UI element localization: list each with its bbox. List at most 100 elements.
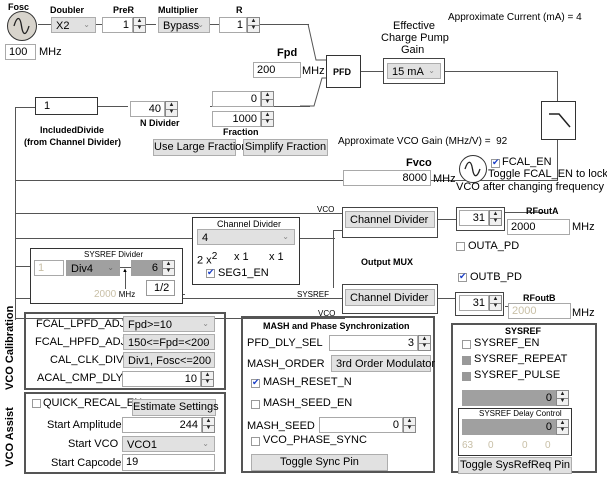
fraction-numerator-value[interactable]: 0 xyxy=(212,91,261,107)
arrow-down-icon[interactable]: ▼ xyxy=(165,268,172,274)
mash-order-select[interactable]: 3rd Order Modulator⌄ xyxy=(331,355,435,372)
arrow-down-icon[interactable]: ▼ xyxy=(205,425,212,431)
arrow-down-icon[interactable]: ▼ xyxy=(559,427,566,433)
multiplier-label: Multiplier xyxy=(158,5,198,15)
sysref-delay-value[interactable]: 0 xyxy=(462,419,556,435)
wire xyxy=(505,212,545,213)
arrow-up-icon[interactable]: ▲ xyxy=(557,391,568,399)
vco-gain-label: Approximate VCO Gain (MHz/V) = 92 xyxy=(338,136,507,147)
arrow-down-icon[interactable]: ▼ xyxy=(559,398,566,404)
arrow-down-icon[interactable]: ▼ xyxy=(264,119,271,125)
arrow-down-icon[interactable]: ▼ xyxy=(421,343,428,349)
rfoutb-power-value[interactable]: 31 xyxy=(459,295,489,311)
rfouta-freq-input[interactable]: 2000 xyxy=(507,219,570,235)
mash-seed-value[interactable]: 0 xyxy=(319,417,403,433)
arrow-up-icon[interactable]: ▲ xyxy=(419,336,430,344)
quick-recal-en-checkbox[interactable] xyxy=(32,399,41,408)
rfouta-power-stepper[interactable]: 31 ▲▼ xyxy=(459,210,502,226)
pfd-dly-sel-stepper[interactable]: 3 ▲▼ xyxy=(329,335,431,351)
arrow-up-icon[interactable]: ▲ xyxy=(404,418,415,426)
doubler-select[interactable]: X2⌄ xyxy=(51,17,96,33)
sysref-divider-input[interactable]: 1 xyxy=(34,260,64,276)
mash-seed-stepper[interactable]: 0 ▲▼ xyxy=(319,417,416,433)
vco-phase-sync-checkbox[interactable] xyxy=(251,437,260,446)
arrow-up-icon[interactable]: ▲ xyxy=(134,18,145,26)
seg1-en-label: SEG1_EN xyxy=(218,267,269,279)
arrow-up-icon[interactable]: ▲ xyxy=(203,418,214,426)
sysref-div-spin-value[interactable]: 6 xyxy=(131,260,162,276)
cal-clk-div-select[interactable]: Div1, Fosc<=200⌄ xyxy=(123,352,215,368)
prer-stepper[interactable]: 1 ▲▼ xyxy=(102,17,146,33)
arrow-up-icon[interactable]: ▲ xyxy=(557,420,568,428)
arrow-down-icon[interactable]: ▼ xyxy=(492,218,499,224)
pfd-dly-sel-value[interactable]: 3 xyxy=(329,335,418,351)
arrow-up-icon[interactable]: ▲ xyxy=(163,261,174,269)
sysref-pulse-checkbox[interactable] xyxy=(462,372,471,381)
sysref-div-stepper[interactable]: 6 ▲▼ xyxy=(131,260,175,276)
mux-a-select[interactable]: Channel Divider⌄ xyxy=(345,211,435,228)
up-arrow-icon: ▲ xyxy=(122,268,128,274)
sysref-div-select[interactable]: Div4⌄ xyxy=(66,260,120,276)
outb-pd-checkbox[interactable] xyxy=(458,271,467,282)
acal-cmp-dly-stepper[interactable]: 10 ▲▼ xyxy=(122,371,214,387)
fraction-denominator-stepper[interactable]: 1000 ▲▼ xyxy=(212,111,274,127)
wire xyxy=(38,24,52,25)
start-amplitude-value[interactable]: 244 xyxy=(122,417,202,433)
arrow-down-icon[interactable]: ▼ xyxy=(204,379,211,385)
r-value[interactable]: 1 xyxy=(219,17,247,33)
channel-divider-select[interactable]: 4⌄ xyxy=(197,229,295,245)
fraction-denominator-value[interactable]: 1000 xyxy=(212,111,261,127)
arrow-up-icon[interactable]: ▲ xyxy=(166,102,177,110)
mux-b-select[interactable]: Channel Divider⌄ xyxy=(345,289,435,306)
arrow-up-icon[interactable]: ▲ xyxy=(490,211,501,219)
start-vco-select[interactable]: VCO1⌄ xyxy=(122,436,215,452)
arrow-up-icon[interactable]: ▲ xyxy=(490,296,501,304)
cp-gain-select[interactable]: 15 mA⌄ xyxy=(387,63,441,79)
arrow-up-icon[interactable]: ▲ xyxy=(262,112,273,120)
cal-row-label: FCAL_HPFD_ADJ xyxy=(35,336,127,348)
seg1-en-checkbox[interactable] xyxy=(206,267,215,278)
arrow-down-icon[interactable]: ▼ xyxy=(136,25,143,31)
simplify-fraction-button[interactable]: Simplify Fraction xyxy=(243,139,328,156)
arrow-up-icon[interactable]: ▲ xyxy=(262,92,273,100)
toggle-sync-pin-button[interactable]: Toggle Sync Pin xyxy=(251,454,388,471)
rfoutb-power-stepper[interactable]: 31 ▲▼ xyxy=(459,295,502,311)
fcal-en-checkbox[interactable] xyxy=(491,157,500,168)
arrow-down-icon[interactable]: ▼ xyxy=(264,99,271,105)
outa-pd-checkbox[interactable] xyxy=(456,242,465,251)
use-large-fraction-button[interactable]: Use Large Fraction xyxy=(153,139,248,156)
multiplier-select[interactable]: Bypass⌄ xyxy=(158,17,210,33)
prer-value[interactable]: 1 xyxy=(102,17,133,33)
toggle-sysrefreq-pin-button[interactable]: Toggle SysRefReq Pin xyxy=(458,457,572,474)
vco-calibration-panel: FCAL_LPFD_ADJ Fpd>=10⌄ FCAL_HPFD_ADJ 150… xyxy=(24,312,226,390)
mash-title: MASH and Phase Synchronization xyxy=(263,321,410,331)
estimate-settings-button[interactable]: Estimate Settings xyxy=(132,399,219,416)
sysref-en-checkbox[interactable] xyxy=(462,340,471,349)
arrow-up-icon[interactable]: ▲ xyxy=(248,18,259,26)
arrow-down-icon[interactable]: ▼ xyxy=(168,109,175,115)
start-amplitude-stepper[interactable]: 244 ▲▼ xyxy=(122,417,215,433)
mash-reset-n-checkbox[interactable] xyxy=(251,377,260,388)
fpd-input[interactable]: 200 xyxy=(253,62,301,78)
start-capcode-input[interactable]: 19 xyxy=(122,454,215,471)
acal-cmp-dly-value[interactable]: 10 xyxy=(122,371,201,387)
rfouta-power-value[interactable]: 31 xyxy=(459,210,489,226)
sysref-delay-stepper[interactable]: 0 ▲▼ xyxy=(462,419,569,435)
arrow-down-icon[interactable]: ▼ xyxy=(492,303,499,309)
n-divider-stepper[interactable]: 40 ▲▼ xyxy=(130,101,178,117)
fosc-input[interactable]: 100 xyxy=(5,44,36,60)
n-divider-value[interactable]: 40 xyxy=(130,101,165,117)
fvco-input[interactable]: 8000 xyxy=(343,170,431,186)
fcal-lpfd-adj-select[interactable]: Fpd>=10⌄ xyxy=(123,316,215,332)
fcal-hpfd-adj-select[interactable]: 150<=Fpd=<200⌄ xyxy=(123,334,215,350)
sysref-spin-stepper[interactable]: 0 ▲▼ xyxy=(462,390,569,406)
rfoutb-freq-input[interactable]: 2000 xyxy=(508,303,571,319)
mash-seed-en-checkbox[interactable] xyxy=(251,400,260,409)
arrow-down-icon[interactable]: ▼ xyxy=(250,25,257,31)
sysref-spin-value[interactable]: 0 xyxy=(462,390,556,406)
r-stepper[interactable]: 1 ▲▼ xyxy=(219,17,260,33)
arrow-up-icon[interactable]: ▲ xyxy=(202,372,213,380)
sysref-repeat-checkbox[interactable] xyxy=(462,356,471,365)
arrow-down-icon[interactable]: ▼ xyxy=(406,425,413,431)
fraction-numerator-stepper[interactable]: 0 ▲▼ xyxy=(212,91,274,107)
